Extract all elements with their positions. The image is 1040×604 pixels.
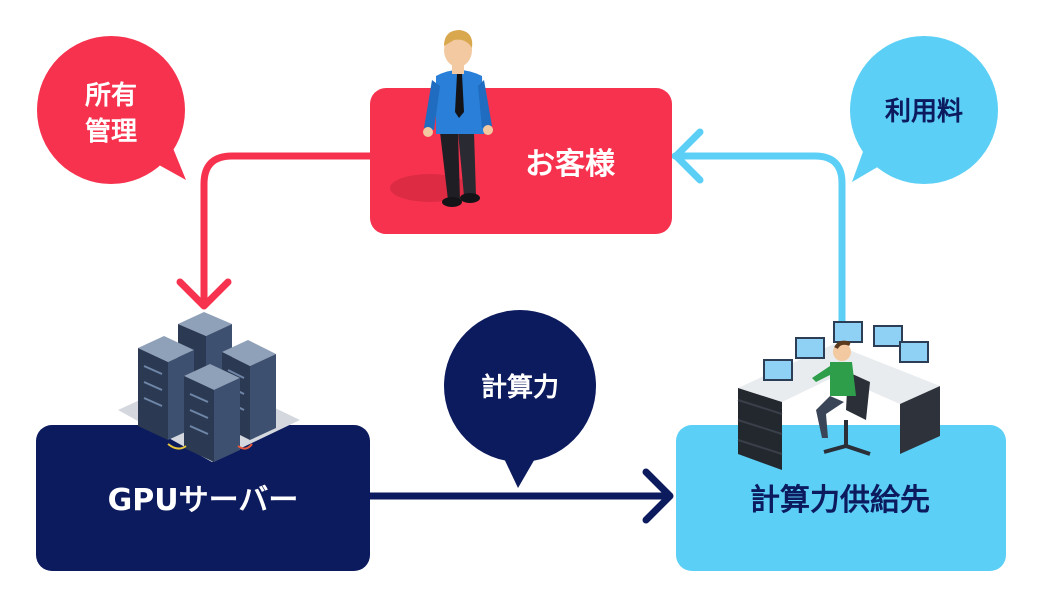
compute-bubble: 計算力: [444, 310, 596, 488]
compute-bubble-label: 計算力: [481, 372, 559, 403]
customer-label: お客様: [525, 147, 616, 182]
businessman-icon: [390, 30, 493, 207]
ownership-connector: [200, 152, 376, 306]
gpu-server-label: GPUサーバー: [108, 483, 299, 518]
ownership-bubble-line1: 所有: [85, 81, 137, 111]
compute-recipient-box: [676, 425, 1006, 571]
usage-fee-arrowhead: [672, 128, 704, 184]
ownership-bubble-line2: 管理: [85, 117, 137, 147]
usage-fee-connector: [671, 152, 846, 334]
gpu-server-box: [36, 425, 370, 571]
compute-recipient-label: 計算力供給先: [750, 483, 930, 518]
ownership-bubble: 所有 管理: [37, 36, 186, 184]
ownership-arrowhead: [176, 278, 232, 310]
operator-workstation-icon: [737, 321, 940, 470]
usage-fee-bubble-label: 利用料: [885, 97, 963, 127]
usage-fee-bubble: 利用料: [850, 36, 998, 184]
customer-box: [370, 88, 672, 234]
server-rack-icon: [118, 312, 300, 462]
compute-arrowhead: [642, 468, 674, 524]
